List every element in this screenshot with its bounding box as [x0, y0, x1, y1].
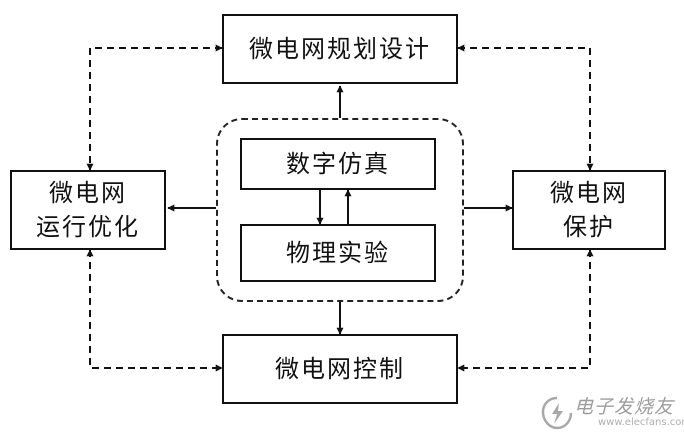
watermark-logo-icon [541, 396, 573, 430]
watermark-text: 电子发烧友 [574, 396, 675, 418]
watermark-url: www.elecfans.com [598, 417, 684, 428]
simulation-experiment-group [216, 118, 464, 302]
node-physical-experiment: 物理实验 [240, 224, 436, 282]
node-planning-design: 微电网规划设计 [222, 14, 458, 84]
node-protection: 微电网 保护 [512, 170, 666, 250]
node-control: 微电网控制 [222, 334, 458, 404]
watermark: 电子发烧友 www.elecfans.com [540, 392, 684, 436]
dashed-link-protection-control [457, 249, 594, 372]
dashed-link-planning-optimization [86, 44, 223, 171]
dashed-link-planning-protection [457, 44, 594, 171]
dashed-link-optimization-control [86, 249, 223, 372]
node-digital-simulation: 数字仿真 [240, 138, 436, 190]
node-operation-optimization: 微电网 运行优化 [10, 170, 166, 250]
